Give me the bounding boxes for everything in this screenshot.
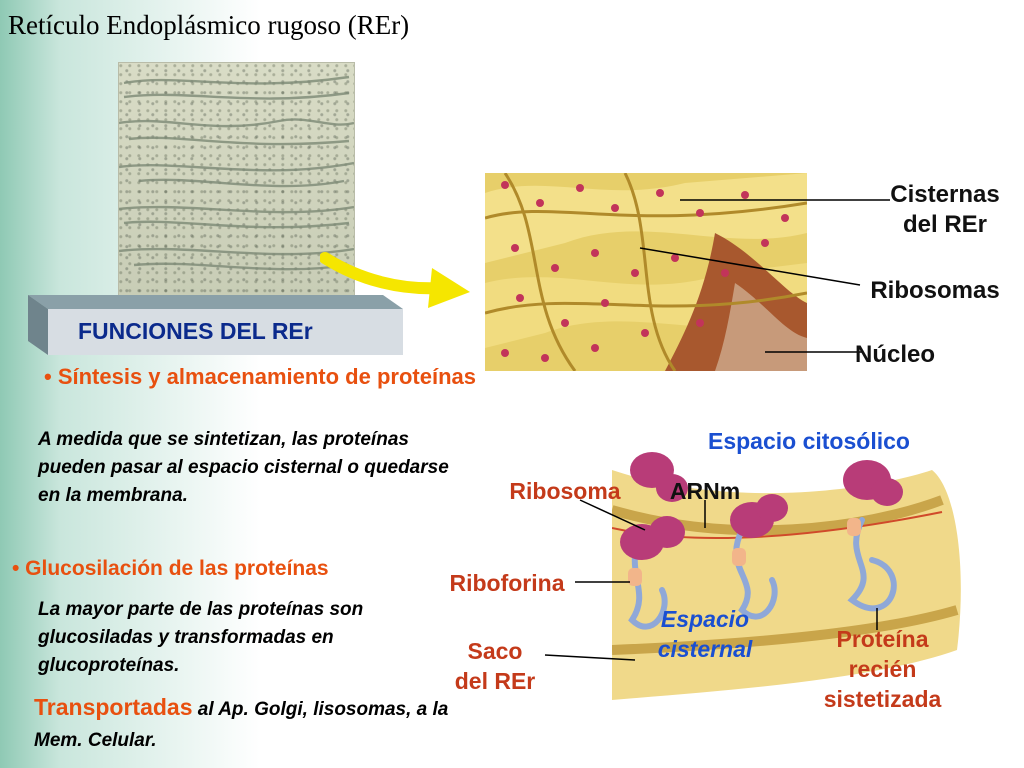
label-nucleo: Núcleo bbox=[855, 341, 936, 368]
transport-rest: al Ap. Golgi, lisosomas, a la Mem. Celul… bbox=[34, 699, 449, 751]
label-espacio-citosolico: Espacio citosólico bbox=[708, 428, 910, 454]
top-leader-lines bbox=[639, 199, 890, 353]
label-ribosomas: Ribosomas bbox=[870, 277, 1000, 304]
label-ribosoma: Ribosoma bbox=[509, 478, 621, 504]
micrograph-image bbox=[118, 62, 355, 296]
label-arnm: ARNm bbox=[669, 478, 741, 504]
label-espacio-cisternal: Espacio cisternal bbox=[635, 604, 775, 664]
label-saco-line2: del REr bbox=[454, 668, 536, 694]
label-proteina-line3: sistetizada bbox=[823, 686, 942, 712]
bottom-leader-lines bbox=[544, 499, 878, 661]
paragraph-glycosylation: La mayor parte de las proteínas son gluc… bbox=[38, 599, 364, 676]
label-saco: Saco del REr bbox=[440, 636, 550, 696]
paragraph-synthesis: A medida que se sintetizan, las proteína… bbox=[38, 429, 449, 506]
transport-highlight: Transportadas bbox=[34, 694, 193, 720]
rer-illustration bbox=[485, 173, 807, 371]
label-proteina-line2: recién bbox=[848, 656, 917, 682]
bullet-synthesis-part1: • Síntesis y bbox=[44, 364, 167, 389]
label-espacio-cisternal-line1: Espacio bbox=[660, 606, 750, 632]
label-espacio-cisternal-line2: cisternal bbox=[657, 636, 753, 662]
label-cisternas: Cisternas del REr bbox=[875, 180, 1015, 240]
bullet-synthesis-part2: almacenamiento de proteínas bbox=[166, 364, 476, 389]
micrograph-membranes bbox=[119, 75, 354, 271]
label-cisternas-line2: del REr bbox=[902, 211, 988, 238]
paragraph-transport: Transportadas al Ap. Golgi, lisosomas, a… bbox=[34, 692, 474, 756]
label-cisternas-line1: Cisternas bbox=[890, 181, 1000, 208]
label-saco-line1: Saco bbox=[467, 638, 523, 664]
bullet-synthesis: • Síntesis y almacenamiento de proteínas bbox=[44, 362, 484, 392]
yellow-arrow-icon bbox=[320, 252, 470, 308]
rer-membrane-illustration bbox=[612, 452, 961, 700]
label-riboforina: Riboforina bbox=[449, 570, 565, 596]
page-title: Retículo Endoplásmico rugoso (REr) bbox=[8, 10, 410, 40]
functions-heading: FUNCIONES DEL REr bbox=[78, 318, 313, 344]
functions-band bbox=[28, 295, 403, 355]
label-proteina: Proteína recién sistetizada bbox=[800, 624, 965, 714]
label-proteina-line1: Proteína bbox=[836, 626, 929, 652]
bullet-glycosylation: • Glucosilación de las proteínas bbox=[12, 557, 329, 580]
